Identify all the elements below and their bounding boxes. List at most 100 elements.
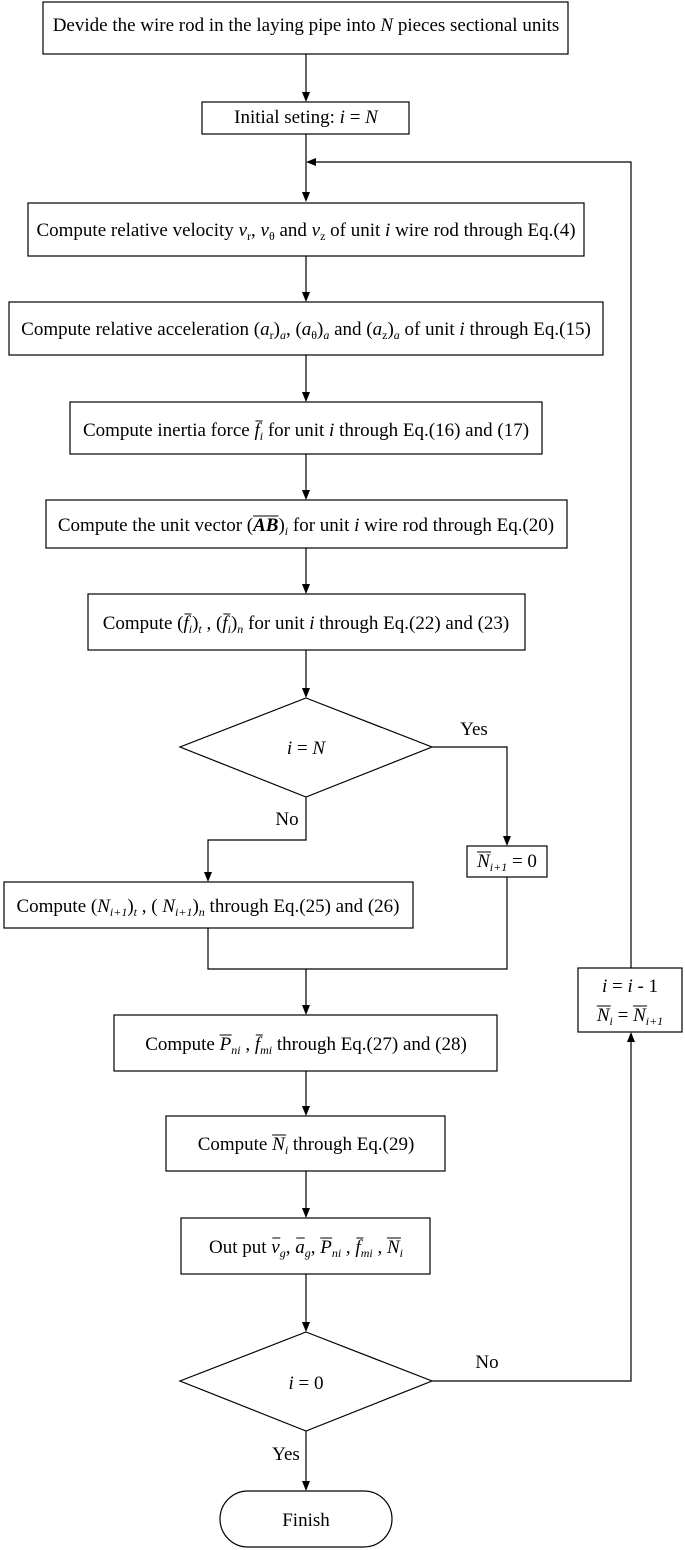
label-segment: ni (231, 1043, 240, 1057)
label-p-f: Compute Pni , fmi through Eq.(27) and (2… (145, 1034, 467, 1057)
arrowhead (302, 1481, 310, 1491)
arrowhead (627, 1032, 635, 1042)
label-n-compute: Compute (Ni+1)t , ( Ni+1)n through Eq.(2… (16, 896, 399, 919)
label-segment: i (189, 622, 192, 636)
step-inertia (69, 401, 543, 455)
label-segment: Compute (145, 1034, 219, 1055)
arrowhead (302, 392, 310, 402)
label-segment: i (285, 1143, 288, 1157)
label-segment: i+1 (490, 860, 507, 874)
label-segment: a (280, 328, 286, 342)
step-n-compute (3, 881, 414, 929)
edge-label-check-n-no: No (275, 809, 298, 830)
label-init: Initial seting: i = N (234, 107, 379, 128)
edge-label-check-n-yes: Yes (460, 719, 488, 740)
label-segment: = 0 (294, 1373, 324, 1394)
edge-label-check-zero-yes: Yes (272, 1444, 300, 1465)
arrowhead (302, 1208, 310, 1218)
label-segment: v (239, 220, 248, 241)
label-segment: wire rod through Eq.(20) (359, 515, 554, 536)
label-segment: i (285, 524, 288, 538)
arrowhead (503, 836, 511, 846)
label-segment: N (161, 896, 176, 917)
label-segment: Compute (198, 1134, 272, 1155)
label-segment: Compute the unit vector ( (58, 515, 253, 536)
label-segment: z (382, 328, 387, 342)
label-segment: ) (387, 319, 393, 340)
edge-check0-no (432, 1040, 632, 1382)
label-segment: i+1 (110, 905, 127, 919)
step-p-f (113, 1014, 498, 1072)
label-segment: a (302, 319, 312, 340)
label-segment: and ( (329, 319, 372, 340)
label-segment: z (320, 229, 325, 243)
label-segment: for unit (288, 515, 354, 536)
arrowhead (302, 1322, 310, 1332)
label-segment: N (476, 851, 491, 872)
label-segment: , (251, 220, 261, 241)
label-segment: f (355, 1237, 363, 1258)
label-segment: a (373, 319, 383, 340)
label-segment: v (261, 220, 270, 241)
label-segment: i (289, 1373, 294, 1394)
label-update-2: Ni = Ni+1 (596, 1005, 663, 1028)
label-segment: P (219, 1034, 232, 1055)
label-segment: n (237, 622, 243, 636)
label-segment: Compute ( (16, 896, 97, 917)
label-segment: wire rod through Eq.(4) (390, 220, 575, 241)
edge-label-check-zero-no: No (475, 1352, 498, 1373)
label-segment: θ (311, 328, 317, 342)
label-segment: t (134, 905, 138, 919)
step-velocity (27, 202, 585, 257)
label-segment: Compute relative velocity (36, 220, 238, 241)
label-segment: , (373, 1237, 387, 1258)
label-accel: Compute relative acceleration (ar)a, (aθ… (21, 319, 591, 342)
label-segment: for unit (243, 613, 309, 634)
label-segment: ) (274, 319, 280, 340)
shapes (3, 1, 683, 1548)
label-segment: through Eq.(25) and (26) (205, 896, 400, 917)
label-segment: ) (192, 896, 198, 917)
label-segment: N (632, 1005, 647, 1026)
label-check-zero: i = 0 (289, 1373, 324, 1394)
step-accel (8, 301, 604, 356)
label-segment: a (295, 1237, 305, 1258)
arrowhead (302, 192, 310, 202)
label-segment: i (627, 976, 632, 997)
step-update (577, 967, 683, 1033)
label-segment: N (271, 1134, 286, 1155)
label-segment: r (270, 328, 274, 342)
label-n-i: Compute Ni through Eq.(29) (198, 1134, 415, 1157)
label-segment: P (319, 1237, 332, 1258)
label-segment: a (394, 328, 400, 342)
label-segment: i (309, 613, 314, 634)
step-output (180, 1217, 431, 1275)
label-segment: = (292, 738, 312, 759)
label-segment: = 0 (507, 851, 537, 872)
label-segment: a (260, 319, 270, 340)
decision-i-equals-zero (178, 1331, 434, 1432)
label-segment: Devide the wire rod in the laying pipe i… (53, 15, 381, 36)
label-segment: i (354, 515, 359, 536)
label-segment: through Eq.(15) (465, 319, 591, 340)
label-segment: Compute ( (103, 613, 184, 634)
label-segment: n (199, 905, 205, 919)
label-segment: Finish (282, 1510, 330, 1531)
decision-i-equals-n (178, 697, 434, 798)
terminal-finish (219, 1490, 393, 1548)
label-segment: i (610, 1014, 613, 1028)
label-segment: f (183, 613, 191, 634)
label-segment: i (400, 1246, 403, 1260)
label-segment: t (198, 622, 202, 636)
edge-check-n-yes (432, 746, 508, 838)
label-divide: Devide the wire rod in the laying pipe i… (53, 15, 560, 36)
label-segment: g (280, 1246, 286, 1260)
arrowhead (302, 292, 310, 302)
label-segment: ni (332, 1246, 341, 1260)
label-output: Out put vg, ag, Pni , fmi , Ni (209, 1237, 403, 1260)
arrowhead (306, 158, 316, 166)
label-segment: N (311, 738, 326, 759)
label-segment: through Eq.(16) and (17) (334, 420, 529, 441)
edge-merge-left (207, 928, 306, 970)
label-segment: mi (260, 1043, 272, 1057)
